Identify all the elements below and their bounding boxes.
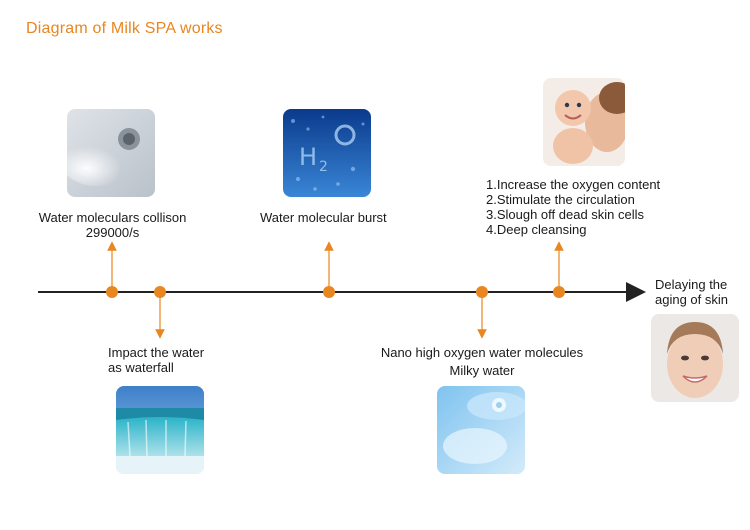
collision-label: Water moleculars collison 299000/s <box>30 210 195 240</box>
nano-label: Nano high oxygen water molecules Milky w… <box>366 345 598 378</box>
delay-aging-line2: aging of skin <box>655 292 728 307</box>
timeline-dot-nano <box>476 286 488 298</box>
benefit-item: 3.Slough off dead skin cells <box>486 207 645 222</box>
timeline-dot-impact <box>154 286 166 298</box>
timeline-dot-burst <box>323 286 335 298</box>
benefits-list: 1.Increase the oxygen content 2.Stimulat… <box>486 177 660 237</box>
mother-baby-image <box>543 78 625 166</box>
smiling-face-image <box>651 314 739 402</box>
milky-water-image <box>437 386 525 474</box>
svg-text:2: 2 <box>319 159 328 175</box>
benefit-item: 1.Increase the oxygen content <box>486 177 661 192</box>
timeline-dot-benefits <box>553 286 565 298</box>
impact-label-line1: Impact the water <box>108 345 205 360</box>
impact-label: Impact the water as waterfall <box>108 345 204 375</box>
benefit-item: 2.Stimulate the circulation <box>486 192 635 207</box>
collision-label-line1: Water moleculars collison <box>38 210 187 225</box>
milky-label: Milky water <box>449 363 515 378</box>
h2o-droplets-image: H 2 <box>283 109 371 197</box>
collision-label-line2: 299000/s <box>85 225 140 240</box>
svg-text:H: H <box>299 143 317 171</box>
waterfall-image <box>116 386 204 474</box>
nano-label-line1: Nano high oxygen water molecules <box>380 345 584 360</box>
burst-label: Water molecular burst <box>260 210 387 225</box>
delay-aging-line1: Delaying the <box>655 277 728 292</box>
delay-aging-label: Delaying the aging of skin <box>655 277 728 307</box>
diagram-title: Diagram of Milk SPA works <box>26 20 223 37</box>
water-jet-image <box>67 109 155 197</box>
benefit-item: 4.Deep cleansing <box>486 222 587 237</box>
timeline-dot-collision <box>106 286 118 298</box>
impact-label-line2: as waterfall <box>108 360 174 375</box>
